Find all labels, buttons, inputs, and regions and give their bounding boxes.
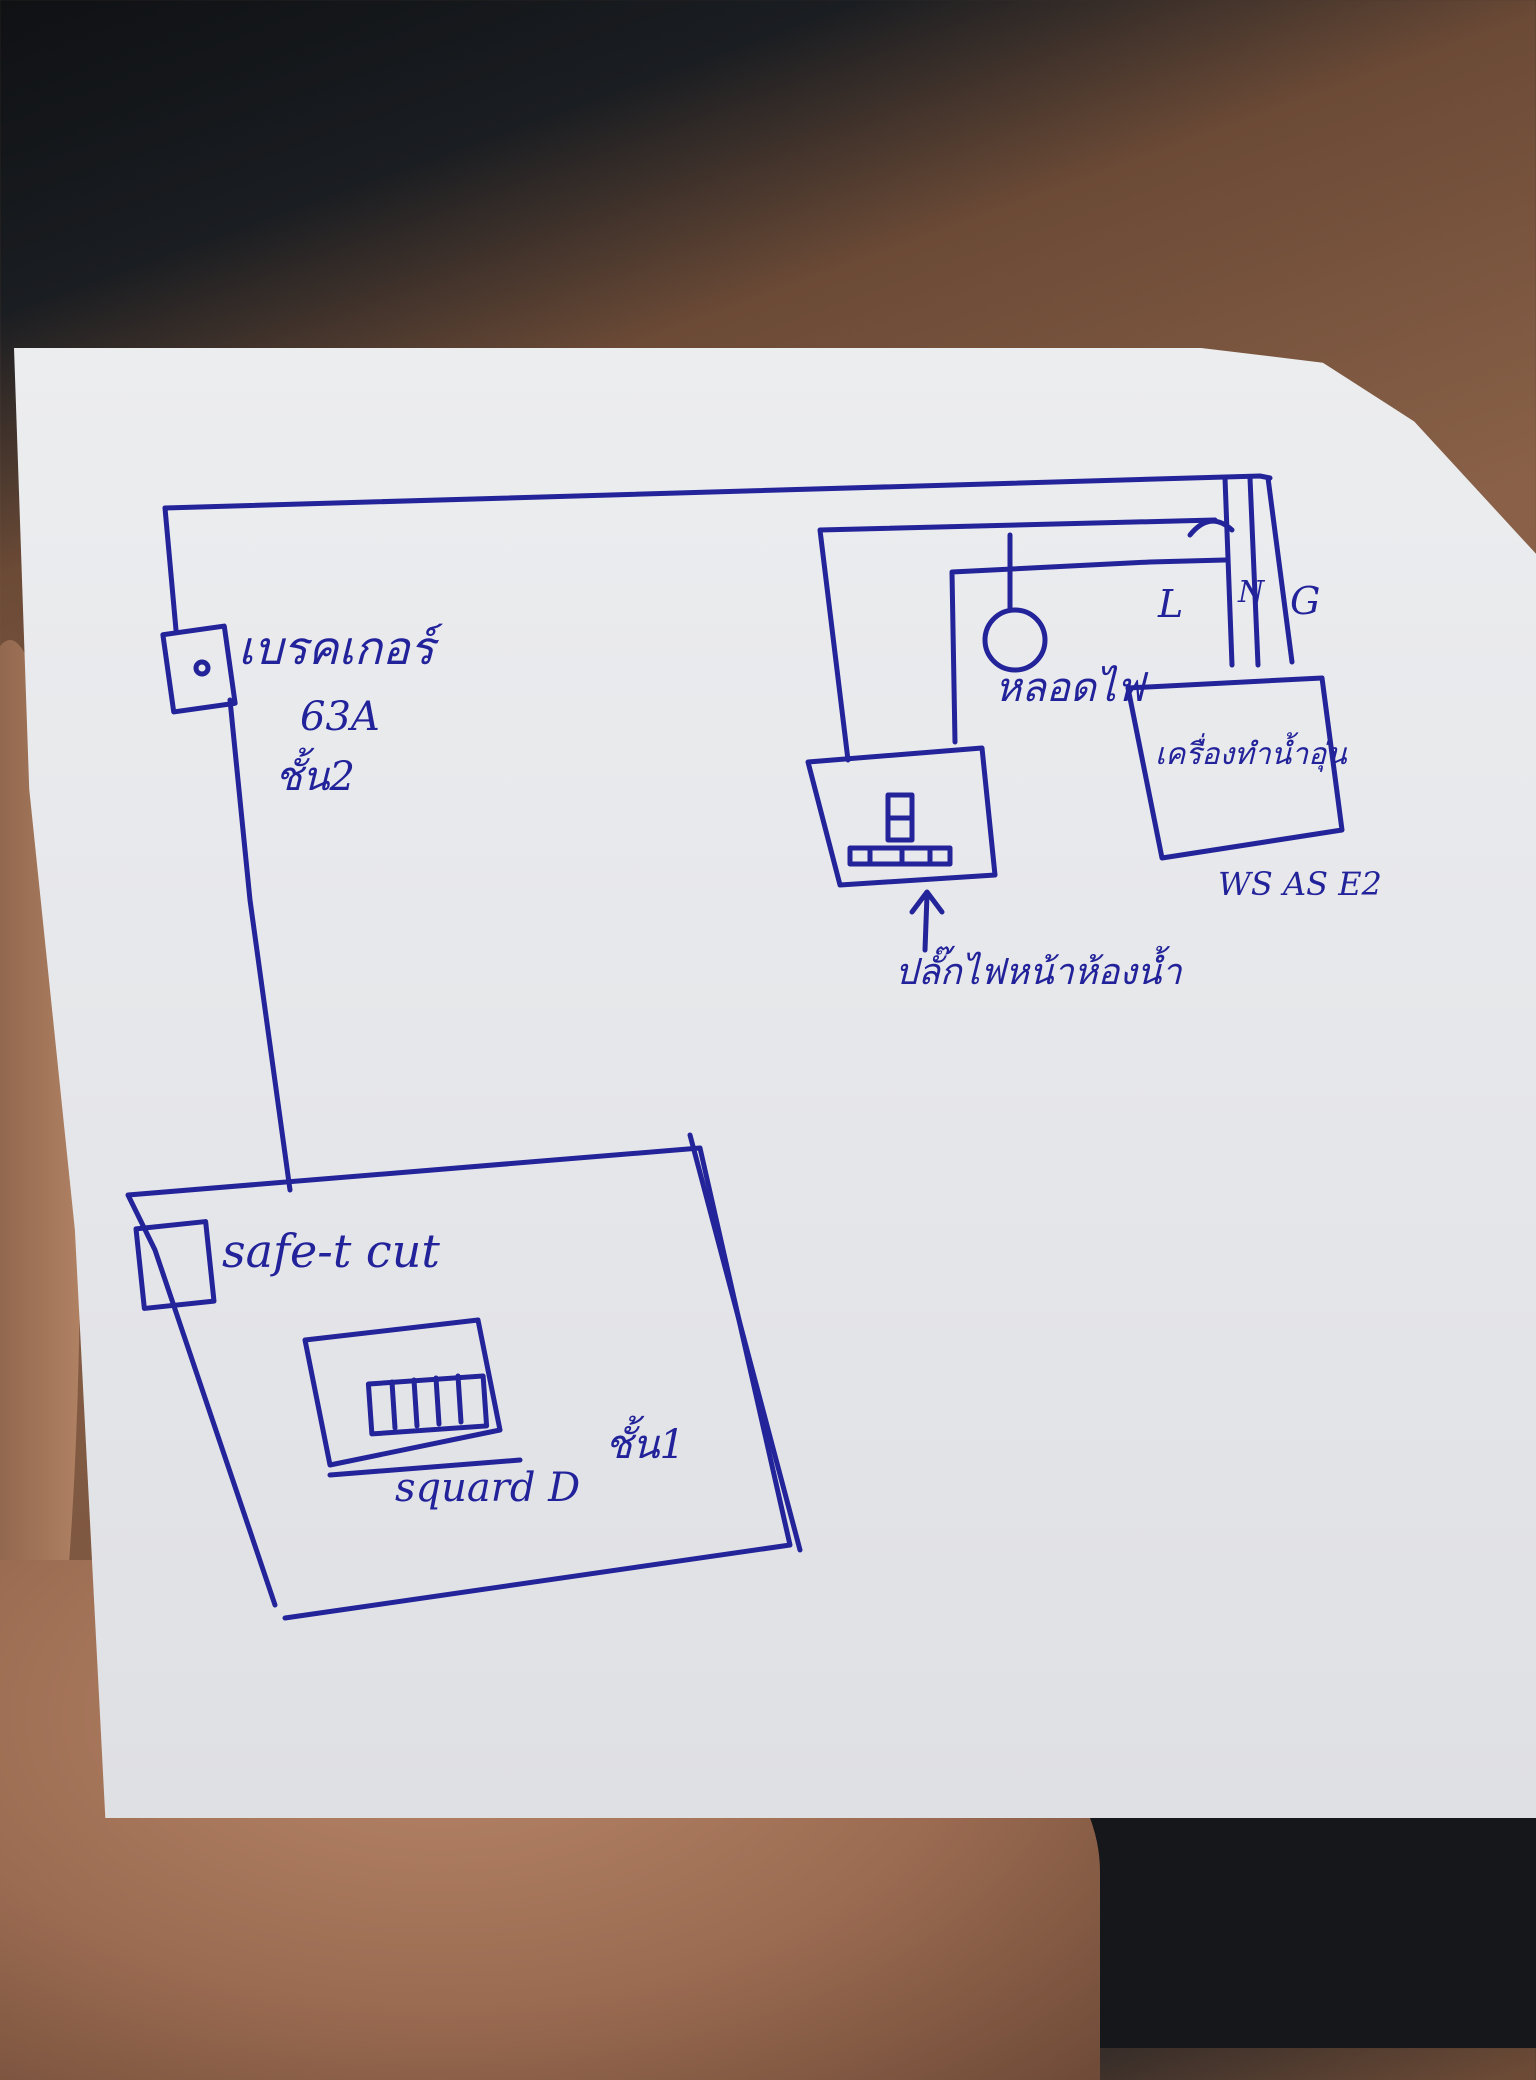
floor1-label: ชั้น1 (605, 1422, 685, 1468)
safe-t-cut-label: safe-t cut (222, 1224, 440, 1278)
breaker-box (160, 623, 238, 715)
breaker-knob (193, 659, 211, 677)
outlet-arrow (909, 889, 945, 953)
breaker-label: เบรคเกอร์ (238, 621, 435, 675)
safe-t-cut-box (133, 1219, 217, 1311)
wire-G-label: G (1290, 579, 1321, 623)
wire-N-label: N (1238, 575, 1265, 610)
L-wire (1222, 475, 1235, 668)
floor2-label: ชั้น2 (275, 754, 355, 800)
N-wire (1247, 475, 1261, 668)
squared-d-box (302, 1317, 523, 1478)
main-feed-wire (162, 473, 1273, 511)
squared-d-label: squard D (395, 1465, 581, 1511)
water-heater-box (1125, 675, 1345, 861)
water-heater-label: เครื่องทำน้ำอุ่น (1155, 737, 1347, 772)
consumer-unit-right-edge (687, 1132, 803, 1553)
lamp-icon (982, 607, 1048, 673)
lamp-feed-wire (949, 557, 1228, 745)
lamp-label: หลอดไฟ (995, 665, 1145, 711)
outlet-label: ปลั๊กไฟหน้าห้องน้ำ (895, 952, 1182, 993)
breaker-rating: 63A (300, 694, 380, 740)
outlet-sockets (847, 845, 953, 867)
wire-L-label: L (1158, 582, 1184, 626)
G-wire (1265, 475, 1295, 665)
heater-model-label: WS AS E2 (1218, 865, 1382, 903)
left-vertical-wire (162, 505, 293, 1193)
outlet-box (805, 745, 998, 888)
outlet-feed-wire (817, 517, 1218, 763)
breaker-rail (365, 1373, 490, 1437)
